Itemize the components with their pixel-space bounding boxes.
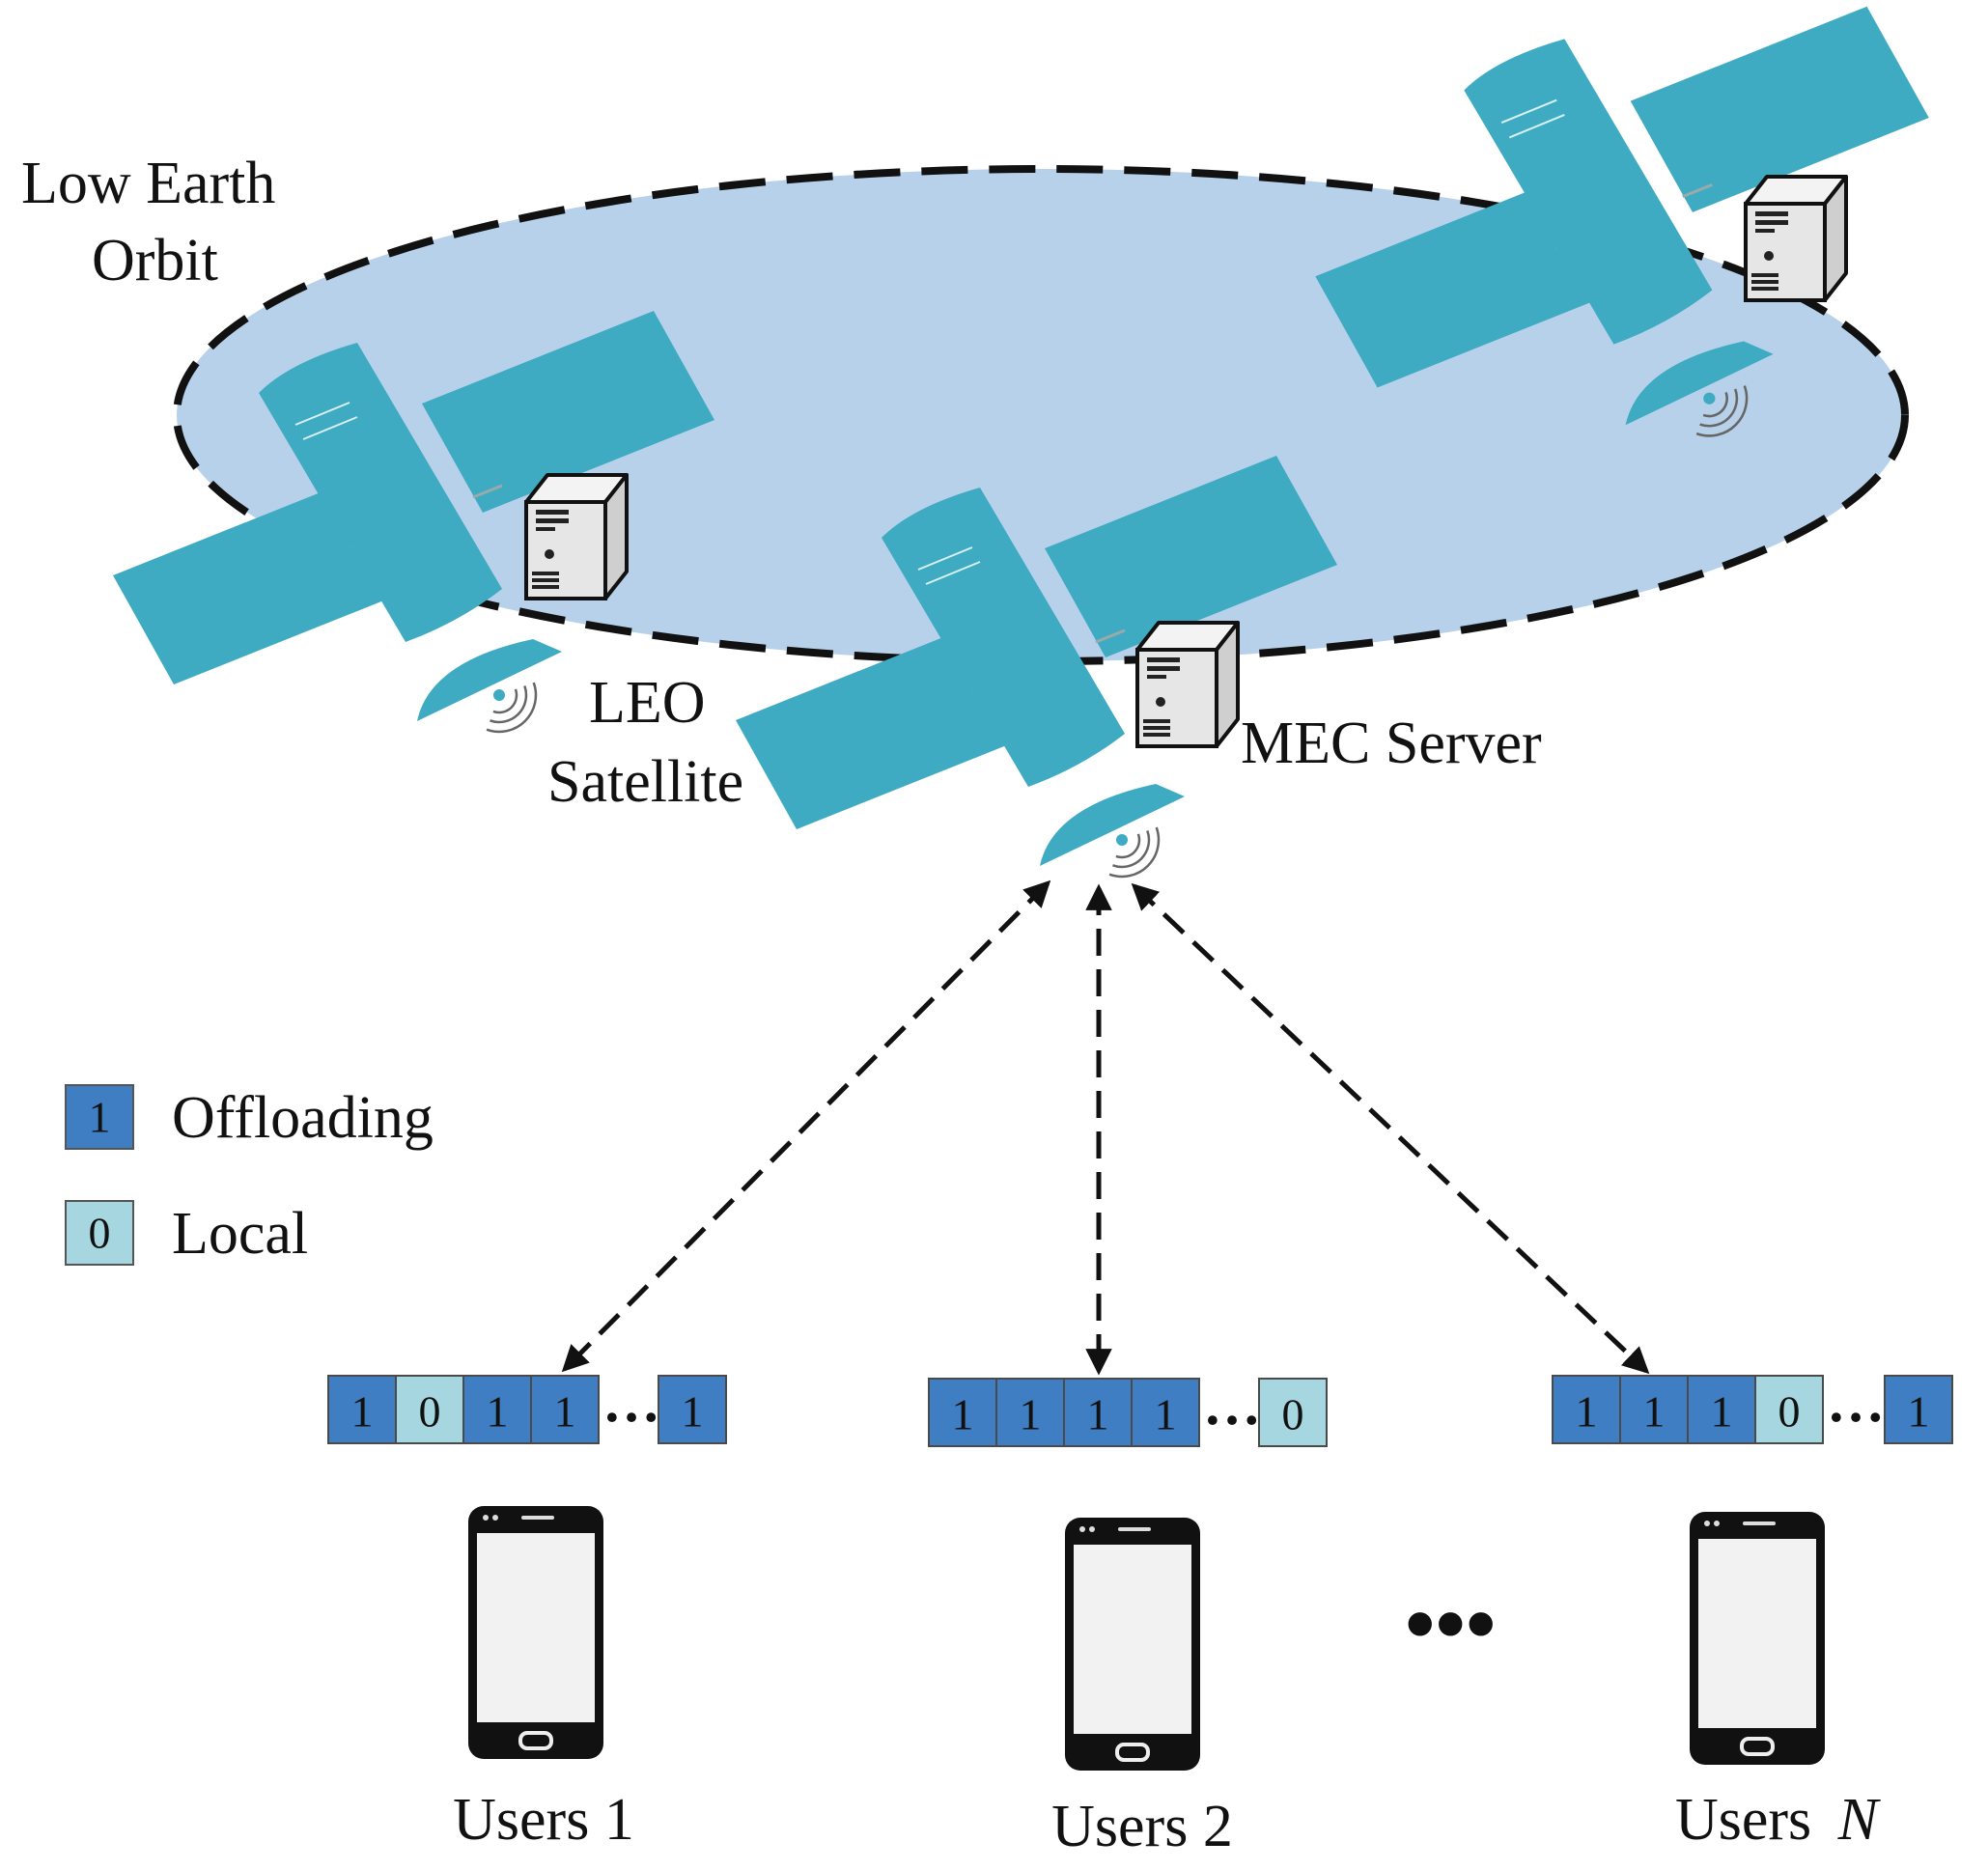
orbit-label: Low Earth Orbit — [21, 151, 291, 293]
bit-cell — [995, 1378, 1065, 1447]
mec-server-icon-center — [1135, 621, 1240, 748]
bit-ellipsis: … — [1827, 1370, 1885, 1434]
bit-value: 1 — [487, 1387, 509, 1437]
user-n-label-prefix: Users — [1675, 1787, 1811, 1853]
bit-cell — [1884, 1375, 1953, 1444]
bit-cell — [658, 1375, 727, 1444]
antenna-feed — [1116, 834, 1128, 846]
solar-panel — [736, 628, 1028, 829]
solar-panel — [1315, 181, 1614, 388]
user-2-label: Users 2 — [1051, 1794, 1233, 1859]
mec-server-icon-left — [524, 473, 629, 600]
solar-panel — [1045, 456, 1337, 657]
legend: 1 Offloading 0 Local — [65, 1084, 434, 1267]
legend-offloading-swatch — [65, 1084, 134, 1150]
satellite-right — [1315, 6, 1929, 437]
bit-ellipsis: … — [602, 1370, 660, 1434]
solar-panel — [113, 483, 406, 684]
satellite-body — [259, 343, 502, 642]
bit-value: 1 — [1908, 1387, 1930, 1437]
mec-server-label: MEC Server — [1241, 711, 1542, 776]
satellite-left — [113, 311, 714, 734]
solar-panel — [1630, 6, 1929, 212]
legend-offloading-bit: 1 — [89, 1093, 111, 1142]
legend-offloading-label: Offloading — [172, 1085, 434, 1151]
bit-value: 1 — [952, 1390, 974, 1439]
legend-offloading: 1 Offloading — [65, 1084, 434, 1151]
mec-server-icon-right — [1744, 175, 1848, 302]
bit-value: 1 — [554, 1387, 576, 1437]
user-n-label-var: N — [1837, 1787, 1882, 1853]
solar-panel — [422, 311, 714, 513]
bit-value: 1 — [1576, 1387, 1598, 1437]
antenna-feed — [1703, 392, 1716, 405]
bit-cell — [462, 1375, 532, 1444]
leo-satellite-label: LEO Satellite — [547, 670, 743, 815]
users-ellipsis: ••• — [1405, 1577, 1497, 1672]
bit-value: 1 — [1643, 1387, 1666, 1437]
satellite-dish — [1625, 341, 1774, 426]
satellite-dish — [417, 639, 562, 721]
leo-label-line1: LEO — [589, 670, 706, 736]
link-user-1 — [561, 879, 1051, 1373]
legend-local-bit: 0 — [89, 1209, 111, 1258]
legend-local: 0 Local — [65, 1200, 308, 1267]
satellite-center — [736, 456, 1337, 879]
link-user-n — [1131, 882, 1650, 1375]
legend-local-swatch — [65, 1200, 134, 1266]
phone-icon-user-1 — [466, 1504, 605, 1761]
legend-local-label: Local — [172, 1201, 308, 1267]
bit-cell — [928, 1378, 997, 1447]
bit-value: 1 — [351, 1387, 374, 1437]
satellite-body — [882, 488, 1125, 787]
leo-label-line2: Satellite — [547, 749, 743, 815]
user-n-label: Users N — [1675, 1787, 1882, 1853]
satellites — [113, 6, 1929, 879]
orbit-label-line2: Orbit — [92, 228, 218, 293]
bit-cell — [1131, 1378, 1200, 1447]
phone-icon-user-n — [1688, 1510, 1827, 1767]
bit-cell — [395, 1375, 464, 1444]
bit-ellipsis: … — [1203, 1373, 1261, 1437]
bit-value: 0 — [1778, 1387, 1801, 1437]
bit-cell — [530, 1375, 600, 1444]
bit-value: 1 — [1020, 1390, 1042, 1439]
bit-cell — [1754, 1375, 1824, 1444]
user-1-label: Users 1 — [453, 1787, 634, 1853]
bit-value: 1 — [1711, 1387, 1733, 1437]
bit-value: 0 — [419, 1387, 441, 1437]
antenna-feed — [493, 689, 505, 701]
bit-value: 1 — [1155, 1390, 1177, 1439]
bit-cell — [1687, 1375, 1756, 1444]
bit-cell — [1063, 1378, 1133, 1447]
bit-value: 1 — [1087, 1390, 1109, 1439]
satellite-dish — [1040, 784, 1185, 866]
orbit-label-line1: Low Earth — [21, 151, 275, 216]
satellite-body — [1464, 39, 1713, 345]
phone-icon-user-2 — [1063, 1516, 1202, 1772]
links — [561, 879, 1650, 1376]
bit-value: 0 — [1282, 1390, 1304, 1439]
bit-cell — [1619, 1375, 1689, 1444]
bit-cell — [1258, 1378, 1328, 1447]
bit-value: 1 — [682, 1387, 704, 1437]
